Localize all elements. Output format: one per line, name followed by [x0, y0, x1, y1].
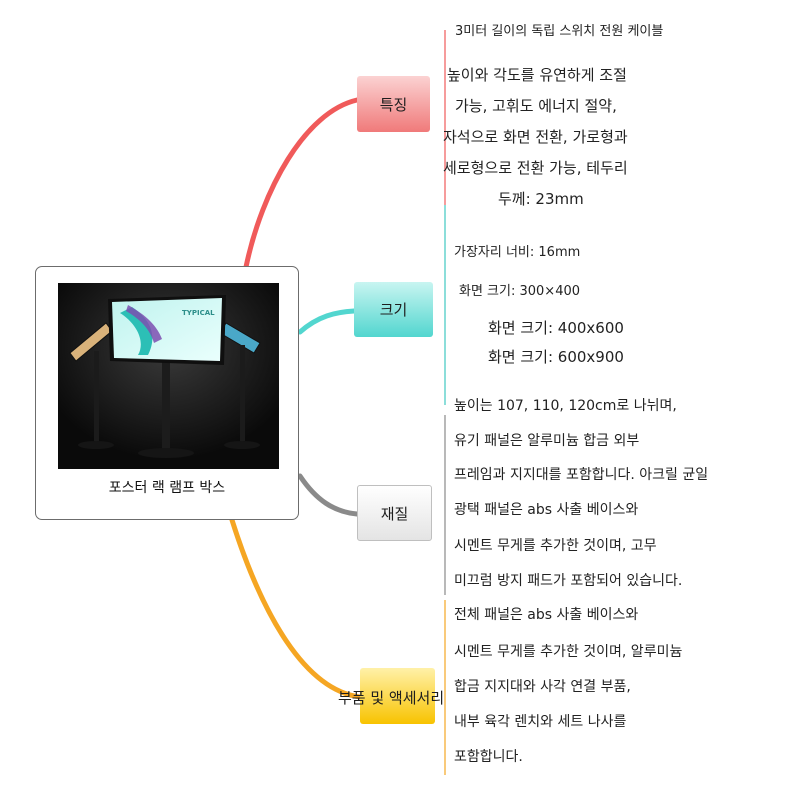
features-line-1: 3미터 길이의 독립 스위치 전원 케이블 — [455, 24, 664, 39]
poster-stand-illustration: TYPICAL — [58, 283, 279, 469]
material-line-1: 유기 패널은 알루미늄 합금 외부 — [454, 433, 640, 449]
material-line-2: 프레임과 지지대를 포함합니다. 아크릴 균일 — [454, 467, 709, 483]
size-line-5: 높이는 107, 110, 120cm로 나뉘며, — [454, 398, 677, 414]
root-node[interactable]: TYPICAL 포스터 랙 램프 박스 — [35, 266, 299, 520]
branch-material — [297, 473, 360, 517]
size-line-1: 가장자리 너비: 16mm — [454, 245, 581, 260]
parts-line-3: 합금 지지대와 사각 연결 부품, — [454, 679, 631, 695]
material-line-4: 시멘트 무게를 추가한 것이며, 고무 — [454, 538, 657, 554]
features-line-2: 높이와 각도를 유연하게 조절 — [447, 66, 627, 84]
root-label: 포스터 랙 램프 박스 — [108, 480, 226, 496]
material-line-5: 미끄럼 방지 패드가 포함되어 있습니다. — [454, 573, 683, 589]
features-line-6: 두께: 23mm — [498, 190, 584, 208]
parts-line-2: 시멘트 무게를 추가한 것이며, 알루미늄 — [454, 644, 683, 660]
topic-parts-label: 부품 및 액세서리 — [338, 689, 445, 707]
branch-parts — [229, 517, 363, 700]
topic-material-label: 재질 — [380, 504, 409, 523]
size-line-2: 화면 크기: 300×400 — [459, 284, 581, 299]
parts-line-5: 포함합니다. — [454, 749, 523, 765]
features-line-4: 자석으로 화면 전환, 가로형과 — [443, 128, 628, 146]
topic-features-label: 특징 — [379, 95, 408, 114]
product-image: TYPICAL — [58, 283, 279, 469]
size-line-4: 화면 크기: 600x900 — [488, 348, 624, 366]
topic-parts[interactable]: 부품 및 액세서리 — [338, 668, 444, 724]
poster-screen-text: TYPICAL — [182, 309, 215, 317]
parts-line-1: 전체 패널은 abs 사출 베이스와 — [454, 607, 639, 623]
features-line-5: 세로형으로 전환 가능, 테두리 — [443, 159, 628, 177]
branch-size — [297, 308, 357, 335]
material-line-3: 광택 패널은 abs 사출 베이스와 — [454, 502, 639, 518]
parts-line-4: 내부 육각 렌치와 세트 나사를 — [454, 714, 627, 730]
topic-material[interactable]: 재질 — [357, 485, 432, 541]
features-line-3: 가능, 고휘도 에너지 절약, — [455, 97, 617, 115]
topic-size-label: 크기 — [379, 301, 408, 319]
size-line-3: 화면 크기: 400x600 — [488, 319, 624, 337]
branch-features — [243, 97, 360, 270]
topic-size[interactable]: 크기 — [354, 282, 433, 337]
topic-features[interactable]: 특징 — [357, 76, 430, 132]
